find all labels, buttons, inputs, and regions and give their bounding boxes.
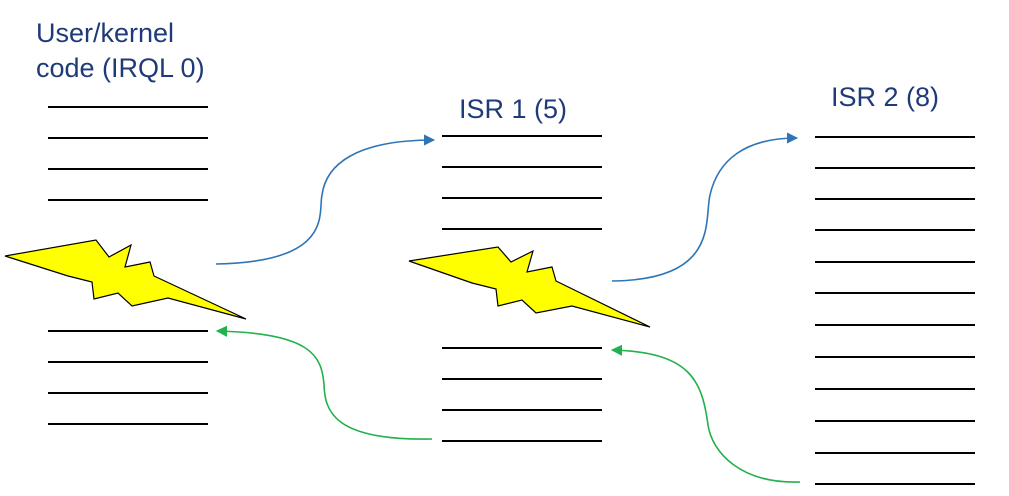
user-code-lines bbox=[48, 106, 208, 425]
isr1-label: ISR 1 (5) bbox=[459, 94, 568, 124]
lightning-bolt-icon bbox=[408, 246, 651, 328]
return-arrow bbox=[215, 325, 433, 440]
user-kernel-label-line1: User/kernel bbox=[36, 18, 175, 48]
return-arrow bbox=[610, 344, 801, 483]
isr2-label: ISR 2 (8) bbox=[831, 82, 940, 112]
interrupt-arrow bbox=[611, 132, 799, 282]
lightning-bolt-icon bbox=[4, 239, 247, 320]
user-kernel-label-line2: code (IRQL 0) bbox=[36, 52, 205, 83]
user-kernel-code-label: User/kernel code (IRQL 0) bbox=[36, 16, 205, 85]
isr2-code-lines bbox=[815, 136, 975, 485]
interrupt-arrow bbox=[215, 134, 436, 265]
isr1-code-lines bbox=[442, 135, 602, 442]
